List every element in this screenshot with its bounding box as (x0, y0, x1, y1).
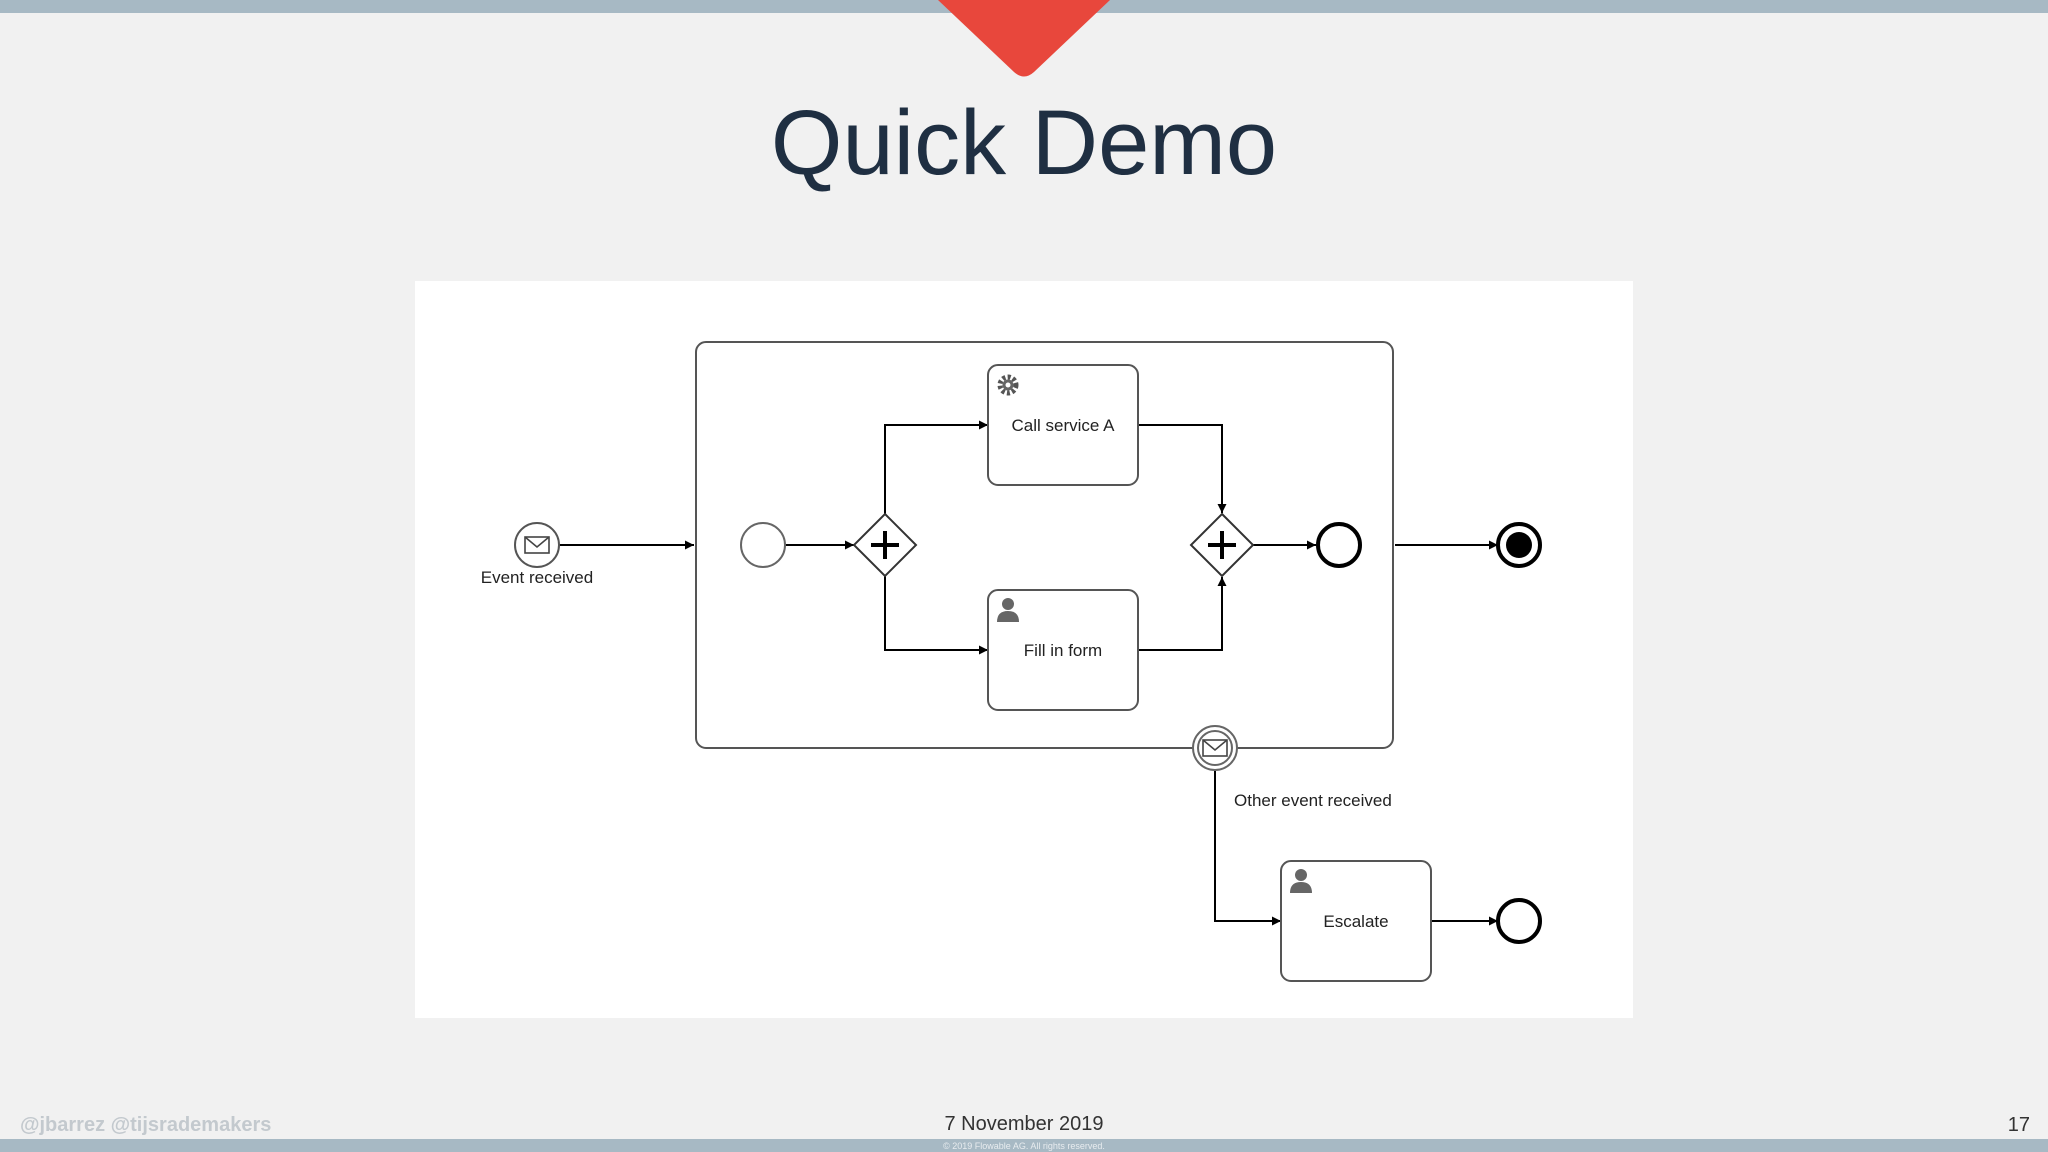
inner-start-event[interactable] (740, 522, 786, 568)
gear-icon (997, 374, 1019, 396)
boundary-event-label: Other event received (1234, 791, 1392, 810)
boundary-event-message[interactable] (1192, 725, 1238, 771)
task-call-service-a-label: Call service A (1012, 416, 1116, 435)
user-icon (1290, 869, 1312, 893)
parallel-plus-icon (1208, 531, 1236, 559)
flow-fork-to-fill-form (884, 576, 988, 655)
page-number: 17 (2007, 1114, 2030, 1136)
escalation-end-event[interactable] (1496, 898, 1542, 944)
terminate-end-event[interactable] (1496, 522, 1542, 568)
task-escalate-label: Escalate (1323, 912, 1388, 931)
task-escalate[interactable]: Escalate (1280, 860, 1432, 982)
envelope-icon (1202, 739, 1228, 757)
sequence-flows (559, 420, 1498, 926)
start-event-message[interactable] (514, 522, 560, 568)
footer-copyright: © 2019 Flowable AG. All rights reserved. (943, 1141, 1105, 1151)
flow-fork-to-call-service (884, 420, 988, 514)
user-icon (997, 598, 1019, 622)
footer-date: 7 November 2019 (944, 1113, 1104, 1135)
subprocess-box[interactable] (695, 341, 1394, 749)
parallel-gateway-join[interactable] (1189, 512, 1255, 578)
parallel-plus-icon (871, 531, 899, 559)
bpmn-diagram: Event received Call service A (415, 281, 1633, 1018)
parallel-gateway-fork[interactable] (852, 512, 918, 578)
start-event-label: Event received (481, 568, 593, 587)
envelope-icon (524, 536, 550, 554)
task-fill-in-form-label: Fill in form (1024, 641, 1102, 660)
task-fill-in-form[interactable]: Fill in form (987, 589, 1139, 711)
footer-author-handles: @jbarrez @tijsrademakers (20, 1114, 272, 1136)
flow-boundary-to-escalate (1214, 771, 1281, 926)
brand-triangle-icon (938, 0, 1110, 77)
inner-end-event[interactable] (1316, 522, 1362, 568)
flow-call-service-to-join (1139, 424, 1227, 513)
slide-title: Quick Demo (770, 92, 1278, 194)
task-call-service-a[interactable]: Call service A (987, 364, 1139, 486)
flow-fill-form-to-join (1139, 577, 1227, 651)
bottom-bar (0, 1139, 2048, 1152)
